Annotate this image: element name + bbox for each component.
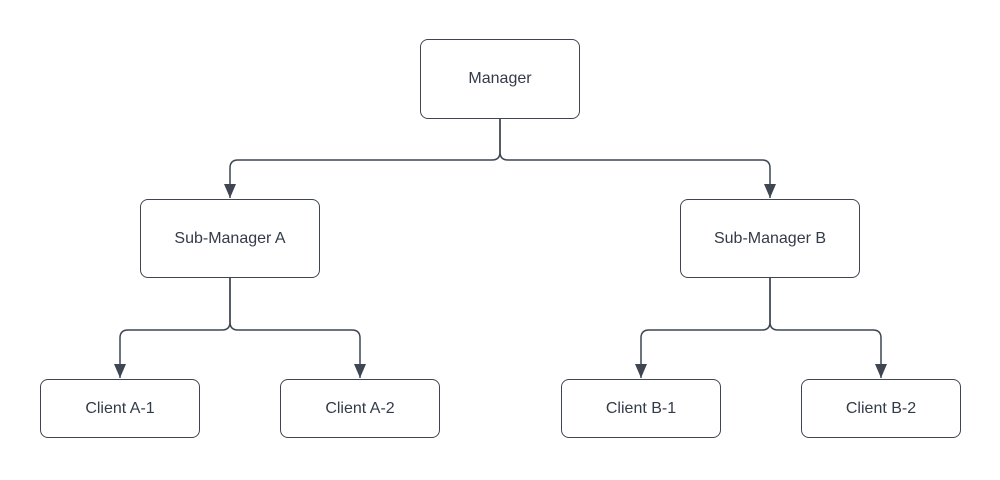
node-client-a2: Client A-2 <box>280 379 440 438</box>
node-client-b2: Client B-2 <box>801 379 961 438</box>
node-manager-label: Manager <box>468 70 532 88</box>
connector-manager-to-sub-a <box>224 119 501 198</box>
connector-sub-a-to-client-a2 <box>229 278 366 378</box>
connector-manager-to-sub-b <box>499 119 776 198</box>
node-client-b2-label: Client B-2 <box>845 399 917 417</box>
connector-sub-a-to-client-a1 <box>114 278 231 378</box>
node-client-a1-label: Client A-1 <box>85 399 155 417</box>
node-client-a2-label: Client A-2 <box>325 399 395 417</box>
node-sub-manager-a-label: Sub-Manager A <box>174 229 286 247</box>
node-sub-manager-b-label: Sub-Manager B <box>713 229 827 247</box>
node-client-a1: Client A-1 <box>40 379 200 438</box>
node-manager: Manager <box>420 39 580 119</box>
node-sub-manager-b: Sub-Manager B <box>680 199 860 278</box>
node-client-b1: Client B-1 <box>561 379 721 438</box>
connector-sub-b-to-client-b2 <box>769 278 887 378</box>
node-client-b1-label: Client B-1 <box>605 399 677 417</box>
node-sub-manager-a: Sub-Manager A <box>140 199 320 278</box>
connector-sub-b-to-client-b1 <box>635 278 771 378</box>
